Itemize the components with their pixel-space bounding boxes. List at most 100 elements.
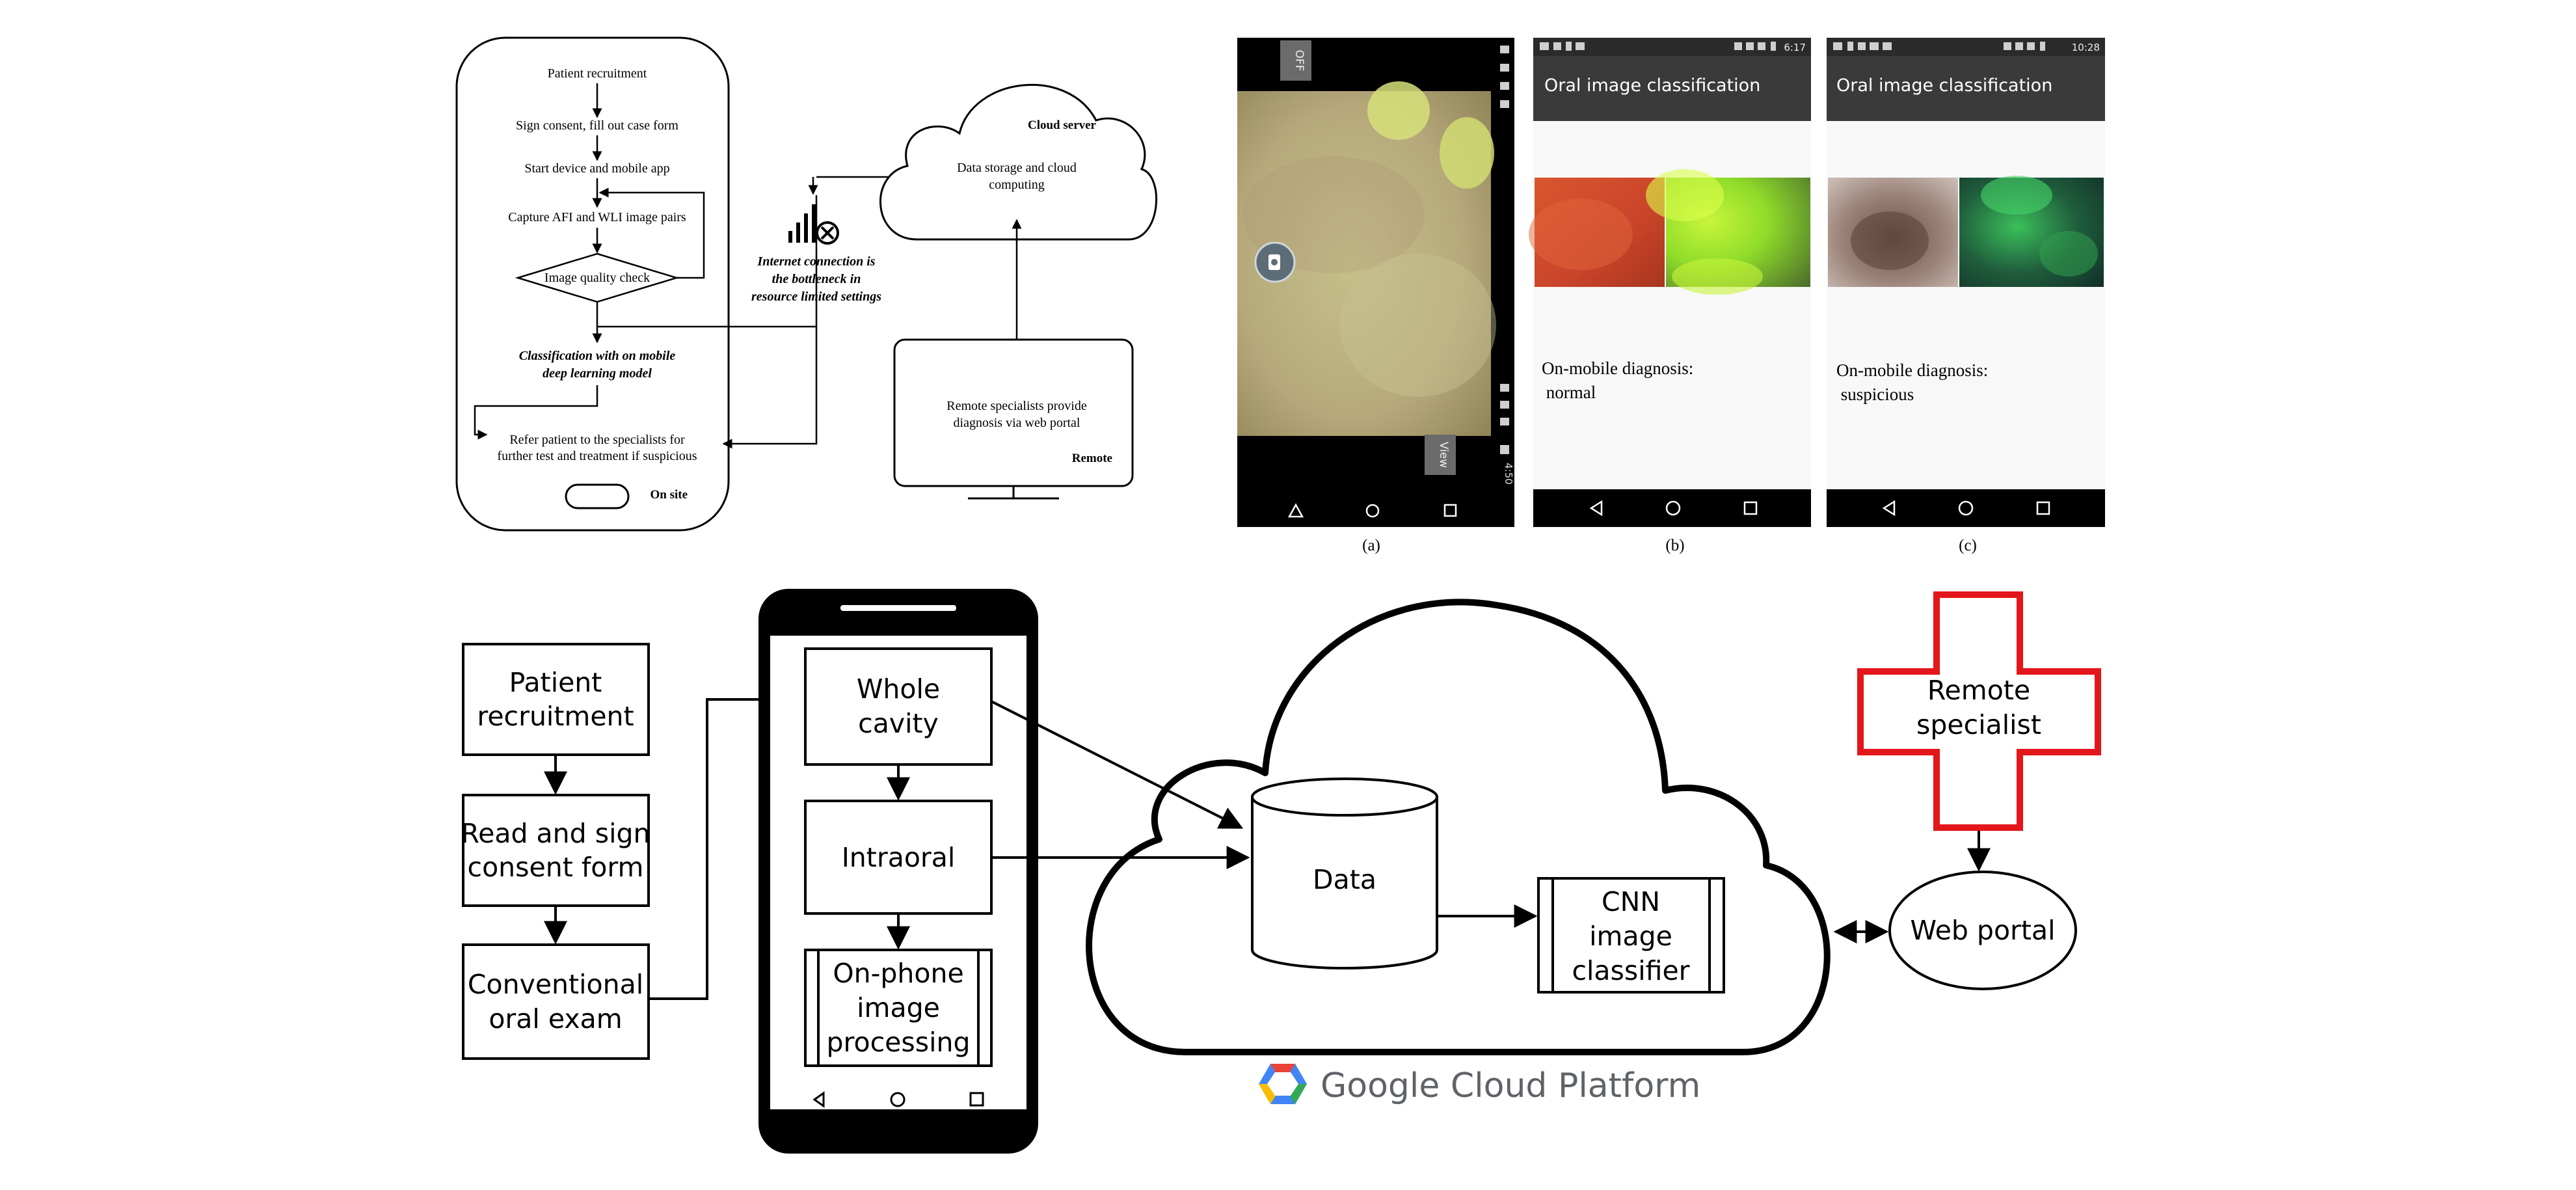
remote-label: Remote — [1072, 452, 1112, 465]
intraoral-box — [804, 800, 993, 915]
screen-b-time: 6:17 — [1784, 42, 1806, 53]
patient-recruitment-box — [462, 643, 650, 756]
screen-b-nav-bar — [1533, 489, 1811, 527]
back-icon[interactable] — [1882, 500, 1896, 517]
web-portal-ellipse — [1888, 871, 2077, 990]
remote-text-line-2: diagnosis via web portal — [954, 416, 1080, 430]
recents-icon[interactable] — [1443, 504, 1457, 517]
refer-line-2: further test and treatment if suspicious — [497, 449, 697, 463]
classification-arrow — [474, 385, 598, 440]
whole-cavity-line-2: cavity — [858, 708, 939, 739]
on-phone-line-3: processing — [827, 1027, 971, 1058]
gcp-wordmark: Google Cloud Platform — [1321, 1066, 1700, 1105]
screen-c: 10:28 Oral image classification On-mobil… — [1827, 38, 2105, 554]
recents-icon[interactable] — [1743, 501, 1758, 515]
screen-a-time: 4:50 — [1503, 463, 1514, 485]
data-store-cylinder — [1251, 797, 1438, 969]
caption-c: (c) — [1959, 537, 1977, 554]
data-label: Data — [1313, 864, 1376, 895]
flow-step-consent: Sign consent, fill out case form — [516, 118, 678, 133]
cloud-server-title: Cloud server — [1028, 118, 1097, 132]
oral-exam-line-2: oral exam — [489, 1003, 622, 1034]
cnn-classifier-box — [1537, 877, 1725, 994]
quality-loop-arrow — [598, 187, 705, 279]
phone-speaker — [840, 605, 956, 611]
flow-step-quality-check: Image quality check — [544, 271, 650, 285]
home-icon — [890, 1092, 906, 1107]
intraoral-label: Intraoral — [842, 842, 956, 873]
screen-c-diagnosis-label: On-mobile diagnosis: — [1836, 360, 1988, 380]
cloud-server-shape — [879, 83, 1158, 241]
workflow-flowchart: On site Patient recruitment Sign consent… — [455, 36, 1158, 532]
consent-line-1: Read and sign — [461, 818, 651, 849]
screen-b-diagnosis-value: normal — [1542, 383, 1596, 402]
no-signal-icon — [788, 204, 839, 245]
web-portal-label: Web portal — [1911, 915, 2056, 946]
screen-b-app-bar — [1533, 56, 1811, 121]
on-phone-line-1: On-phone — [833, 958, 963, 989]
specialist-cross — [1857, 591, 2101, 831]
flow-step-start-device: Start device and mobile app — [524, 161, 669, 176]
google-cloud-platform-logo: Google Cloud Platform — [1259, 1064, 1700, 1105]
internet-note-line-1: Internet connection is — [757, 254, 875, 269]
system-architecture: Patient recruitment Read and sign consen… — [461, 589, 2101, 1154]
exam-to-phone-arrow — [649, 688, 805, 1000]
screen-a-nav-bar — [1287, 503, 1457, 518]
side-status-icons — [1500, 46, 1509, 454]
screen-b-app-title: Oral image classification — [1544, 75, 1760, 96]
specialist-line-2: specialist — [1916, 709, 2041, 740]
flow-step-recruitment: Patient recruitment — [548, 66, 647, 81]
home-icon[interactable] — [1958, 500, 1974, 516]
recents-icon — [969, 1092, 984, 1107]
screen-c-time: 10:28 — [2072, 42, 2100, 53]
internet-note-line-2: the bottleneck in — [772, 272, 861, 286]
remote-text-line-1: Remote specialists provide — [946, 399, 1087, 413]
cloud-text-line-1: Data storage and cloud — [957, 161, 1077, 175]
on-phone-processing-box — [804, 949, 993, 1067]
view-button-label: View — [1437, 442, 1450, 468]
back-icon — [812, 1091, 825, 1108]
back-icon[interactable] — [1287, 503, 1304, 518]
cnn-line-3: classifier — [1572, 955, 1689, 986]
home-icon[interactable] — [1665, 500, 1681, 516]
refer-return-arrow — [722, 195, 818, 449]
gcp-hexagon-icon — [1259, 1064, 1307, 1104]
cloud-text-line-2: computing — [989, 178, 1045, 192]
screen-b-status-bar — [1533, 38, 1811, 56]
cnn-line-1: CNN — [1602, 886, 1660, 917]
screen-c-status-bar — [1827, 38, 2105, 56]
screen-b-diagnosis-label: On-mobile diagnosis: — [1542, 358, 1693, 378]
specialist-line-1: Remote — [1927, 675, 2030, 706]
screen-a: OFF View 4:50 (a) — [1237, 38, 1514, 554]
patient-recruitment-line-2: recruitment — [477, 701, 634, 732]
whole-cavity-line-1: Whole — [857, 673, 940, 705]
home-button — [565, 483, 630, 509]
consent-box — [462, 794, 650, 907]
oral-exam-line-1: Conventional — [468, 969, 643, 1000]
screen-c-diagnosis-value: suspicious — [1836, 385, 1914, 404]
screen-c-nav-bar — [1827, 489, 2105, 527]
back-icon[interactable] — [1589, 500, 1603, 517]
flow-step-capture: Capture AFI and WLI image pairs — [508, 210, 686, 224]
internet-note-line-3: resource limited settings — [751, 290, 881, 304]
gcp-google-text: Google — [1321, 1066, 1440, 1105]
classification-line-2: deep learning model — [543, 366, 652, 381]
screen-c-app-bar — [1827, 56, 2105, 121]
caption-b: (b) — [1665, 537, 1684, 554]
view-button[interactable] — [1425, 435, 1456, 475]
patient-recruitment-line-1: Patient — [509, 667, 602, 698]
whole-cavity-box — [804, 647, 993, 766]
consent-line-2: consent form — [468, 852, 644, 883]
recents-icon[interactable] — [2036, 501, 2050, 515]
onsite-label: On site — [650, 488, 688, 502]
on-phone-line-2: image — [857, 992, 940, 1023]
screen-c-app-title: Oral image classification — [1836, 75, 2052, 96]
home-icon[interactable] — [1365, 504, 1380, 518]
off-button-label: OFF — [1293, 50, 1306, 72]
off-button[interactable] — [1280, 40, 1311, 81]
classification-line-1: Classification with on mobile — [519, 349, 676, 363]
gcp-cloud-platform-text: Cloud Platform — [1451, 1066, 1700, 1105]
refer-line-1: Refer patient to the specialists for — [509, 433, 685, 447]
caption-a: (a) — [1362, 537, 1380, 554]
cnn-line-2: image — [1589, 921, 1672, 952]
